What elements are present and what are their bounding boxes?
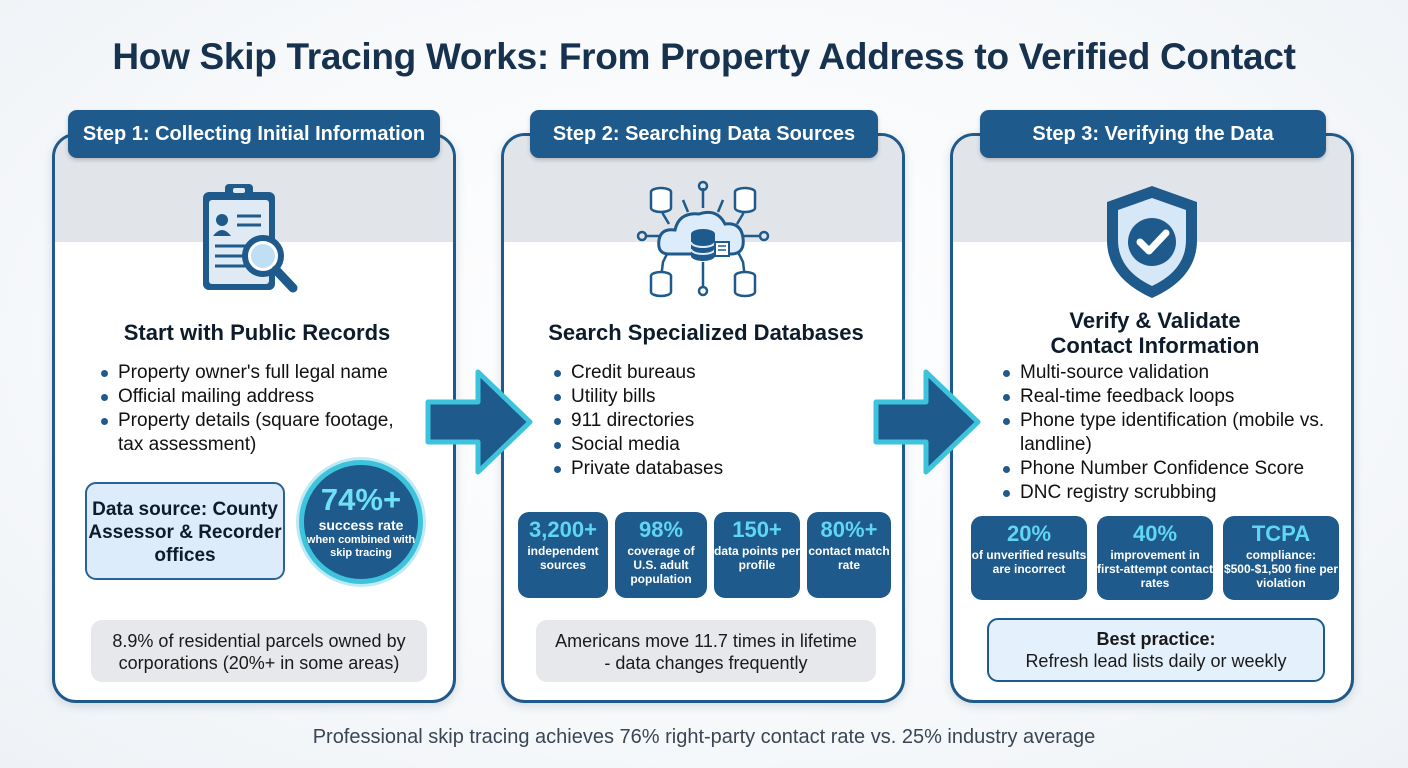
success-rate-badge: 74%+ success rate when combined with ski… — [299, 460, 423, 584]
footer-summary: Professional skip tracing achieves 76% r… — [312, 726, 1096, 748]
bullet-list: Credit bureaus Utility bills 911 directo… — [554, 361, 874, 481]
list-item: DNC registry scrubbing — [1003, 481, 1333, 505]
database-network-icon — [504, 178, 902, 308]
step-heading: Verify & Validate Contact Information — [1050, 308, 1260, 358]
stat-value: 150+ — [732, 517, 782, 542]
best-practice-box: Best practice: Refresh lead lists daily … — [987, 618, 1325, 682]
stat-tile: 150+ data points per profile — [714, 512, 800, 598]
stat-value: 20% — [1006, 521, 1052, 546]
step-heading: Search Specialized Databases — [548, 320, 864, 345]
data-source-box: Data source: County Assessor & Recorder … — [85, 482, 285, 580]
fact-note: Americans move 11.7 times in lifetime - … — [536, 620, 876, 682]
step-3-card: Verify & Validate Contact Information Mu… — [950, 133, 1354, 703]
stat-label: contact match rate — [808, 544, 890, 572]
step-1-card: Start with Public Records Property owner… — [52, 133, 456, 703]
list-item: Multi-source validation — [1003, 361, 1333, 385]
step-2-card: Search Specialized Databases Credit bure… — [501, 133, 905, 703]
stat-value: 98% — [638, 517, 684, 542]
list-item: Phone type identification (mobile vs. la… — [1003, 409, 1333, 457]
flow-arrow-icon — [873, 369, 981, 475]
stat-label: compliance: $500-$1,500 fine per violati… — [1223, 548, 1339, 590]
step-3-tab: Step 3: Verifying the Data — [980, 110, 1326, 158]
list-item: Utility bills — [554, 385, 874, 409]
fact-note: 8.9% of residential parcels owned by cor… — [91, 620, 427, 682]
badge-label: success rate — [318, 517, 404, 533]
list-item: Credit bureaus — [554, 361, 874, 385]
stat-value: 40% — [1132, 521, 1178, 546]
stat-label: improvement in first-attempt contact rat… — [1097, 548, 1214, 590]
stat-label: coverage of U.S. adult population — [627, 544, 695, 586]
best-practice-text: Refresh lead lists daily or weekly — [1025, 651, 1287, 671]
stat-tile: 98% coverage of U.S. adult population — [615, 512, 707, 598]
list-item: Real-time feedback loops — [1003, 385, 1333, 409]
stat-label: independent sources — [527, 544, 599, 572]
stat-value: 80%+ — [820, 517, 878, 542]
list-item: Official mailing address — [101, 385, 421, 409]
step-1-tab: Step 1: Collecting Initial Information — [68, 110, 440, 158]
bullet-list: Multi-source validation Real-time feedba… — [1003, 361, 1333, 505]
step-2-tab: Step 2: Searching Data Sources — [530, 110, 878, 158]
page-title: How Skip Tracing Works: From Property Ad… — [112, 36, 1296, 77]
shield-check-icon — [953, 178, 1351, 308]
list-item: Social media — [554, 433, 874, 457]
stat-value: TCPA — [1251, 521, 1311, 546]
list-item: Private databases — [554, 457, 874, 481]
stat-label: of unverified results are incorrect — [971, 548, 1087, 576]
step-heading: Start with Public Records — [123, 320, 391, 345]
best-practice-title: Best practice: — [1096, 629, 1216, 649]
stat-tile: 80%+ contact match rate — [807, 512, 891, 598]
list-item: Property owner's full legal name — [101, 361, 421, 385]
stat-tile: 40% improvement in first-attempt contact… — [1097, 516, 1213, 600]
list-item: Phone Number Confidence Score — [1003, 457, 1333, 481]
list-item: 911 directories — [554, 409, 874, 433]
stat-tile: 20% of unverified results are incorrect — [971, 516, 1087, 600]
clipboard-search-icon — [55, 178, 453, 308]
list-item: Property details (square footage, tax as… — [101, 409, 421, 457]
bullet-list: Property owner's full legal name Officia… — [101, 361, 421, 457]
stat-value: 3,200+ — [529, 517, 597, 542]
badge-value: 74%+ — [320, 482, 402, 517]
stat-tile: TCPA compliance: $500-$1,500 fine per vi… — [1223, 516, 1339, 600]
stat-tile: 3,200+ independent sources — [518, 512, 608, 598]
stat-label: data points per profile — [714, 544, 801, 572]
badge-sublabel: when combined with skip tracing — [306, 534, 416, 559]
flow-arrow-icon — [425, 369, 533, 475]
